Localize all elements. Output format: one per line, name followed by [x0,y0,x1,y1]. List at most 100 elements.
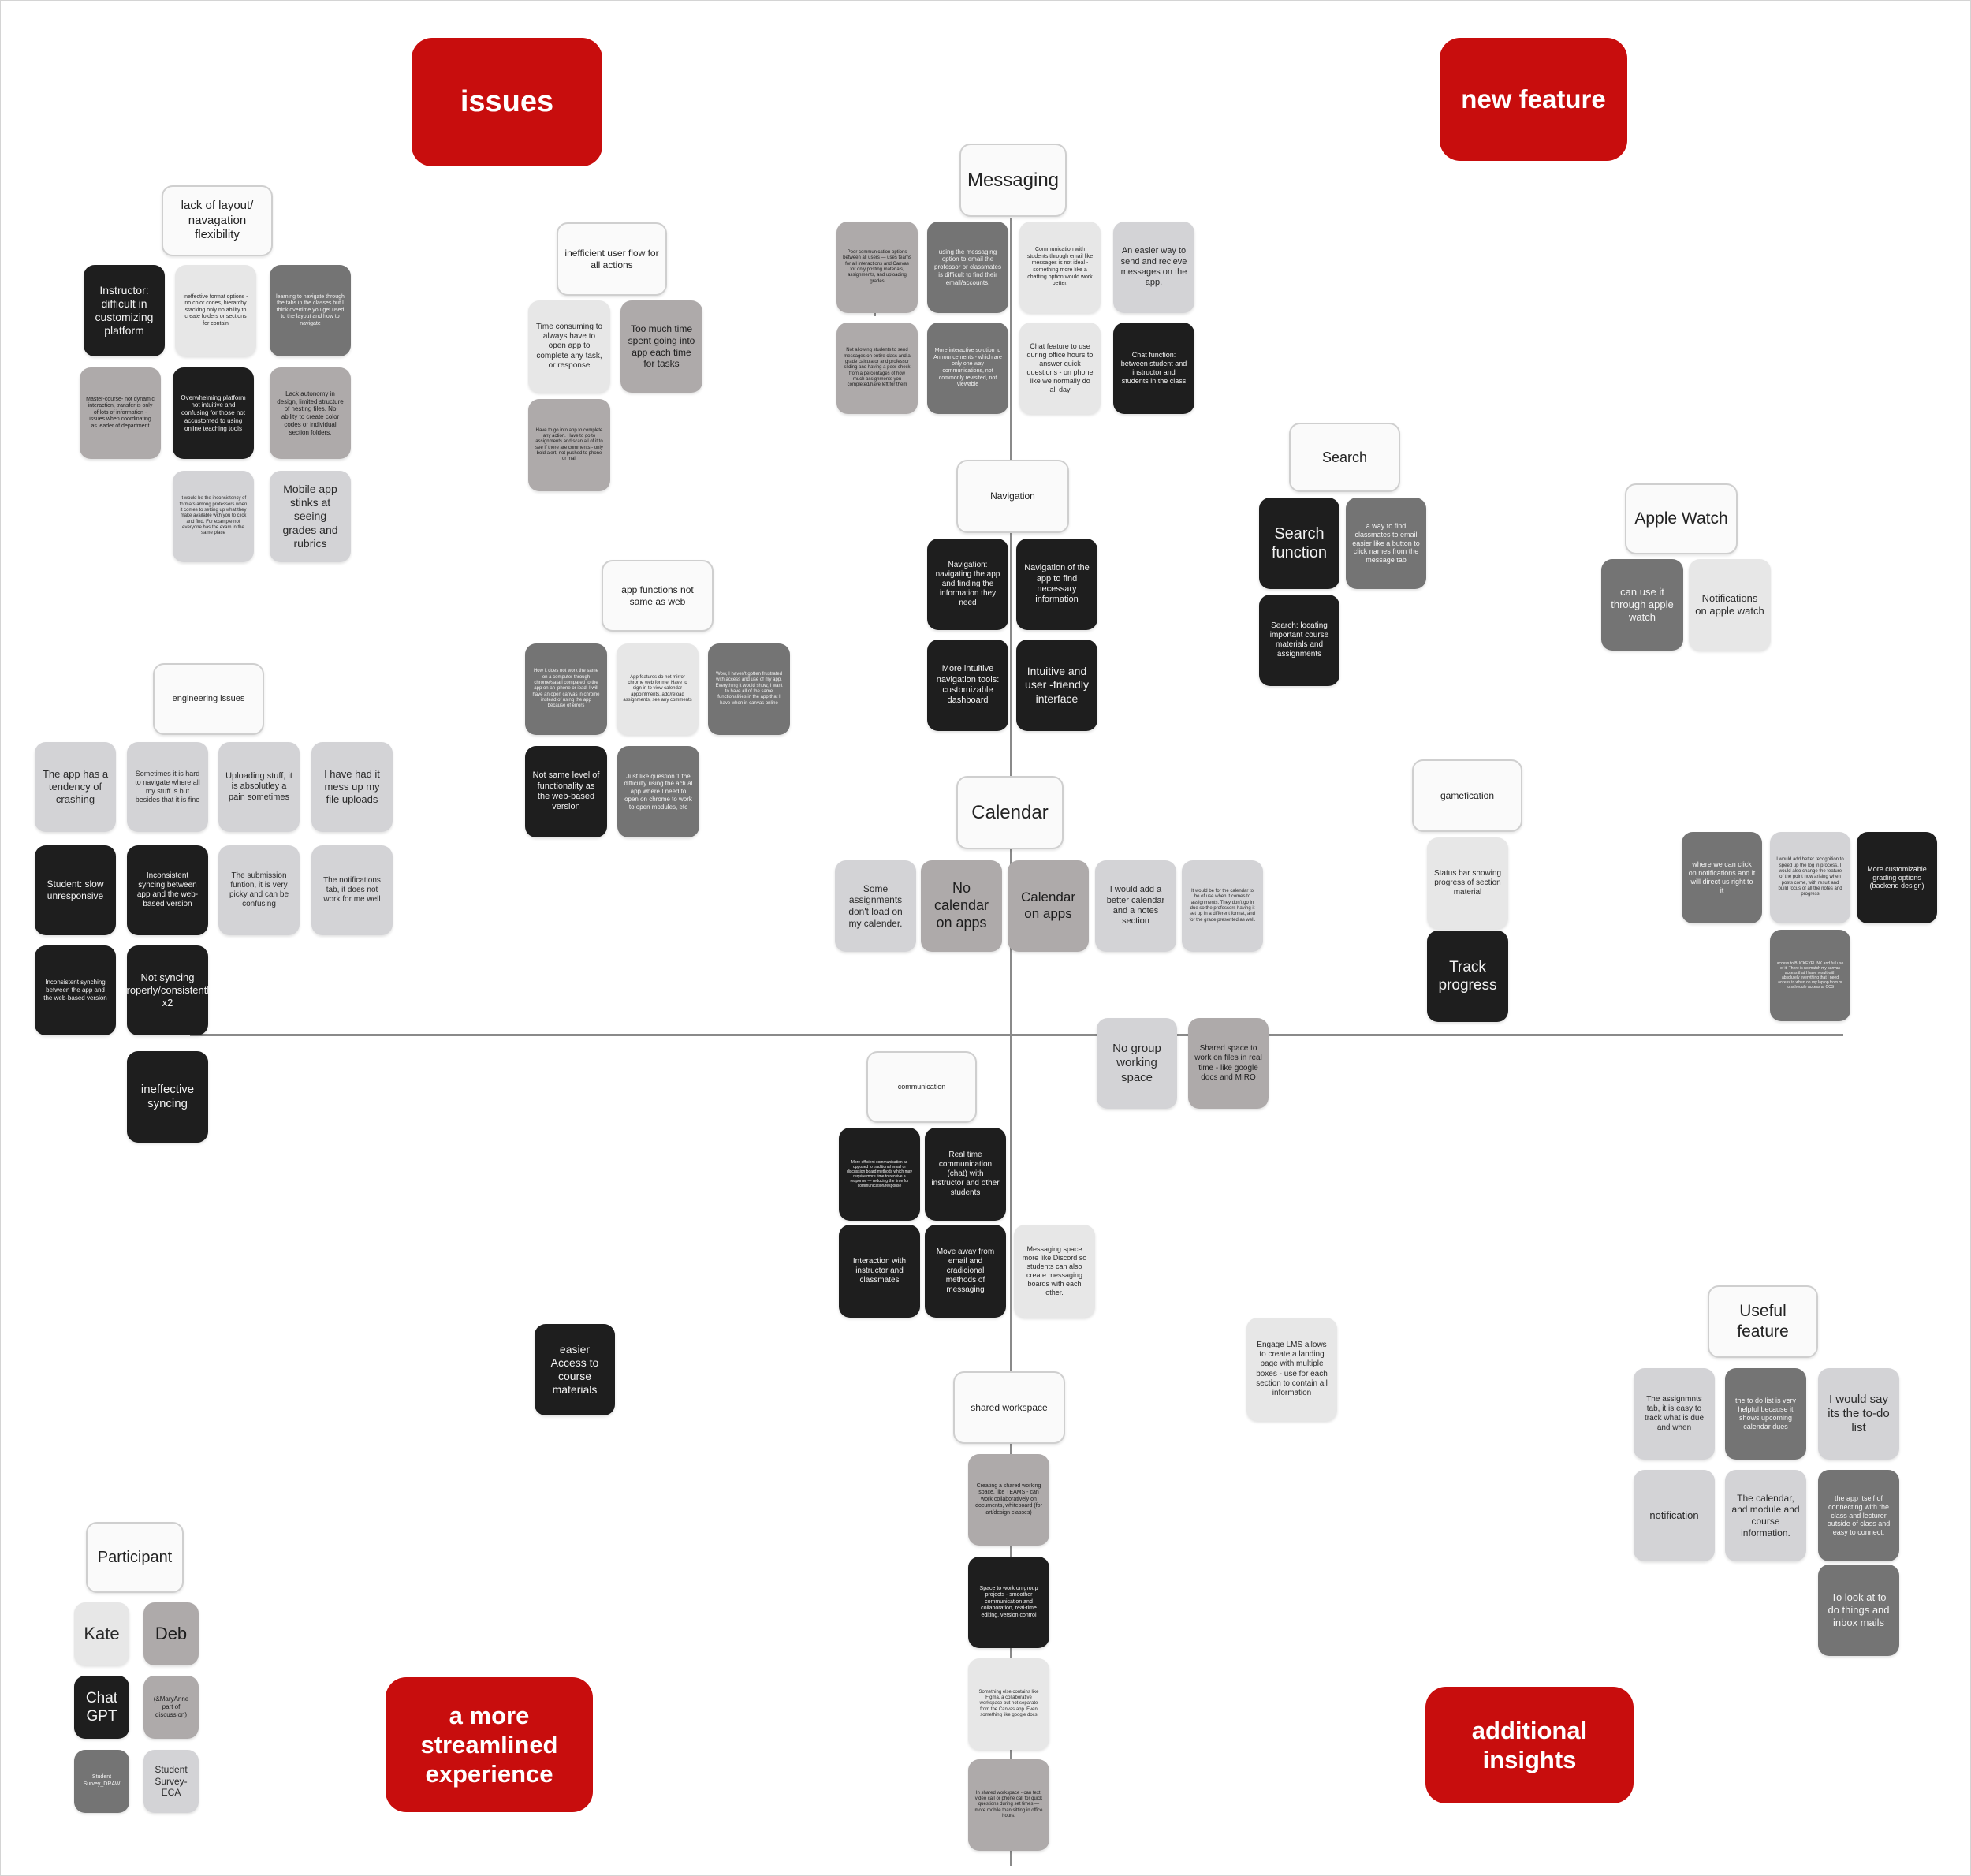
sticky-note: More efficient communication as opposed … [839,1128,920,1221]
sticky-note: Search function [1259,498,1339,589]
sticky-note: the to do list is very helpful because i… [1725,1368,1806,1460]
sticky-note: Overwhelming platform not intuitive and … [173,367,254,459]
sticky-note: More customizable grading options (backe… [1857,832,1937,923]
sticky-note: Some assignments don't load on my calend… [835,860,916,952]
sticky-note: Chat function: between student and instr… [1113,323,1194,414]
sticky-note: access to BUCKEYELINK and full use of it… [1770,930,1850,1021]
sticky-note: More intuitive navigation tools: customi… [927,640,1008,731]
sticky-note: Inconsistent synching between the app an… [35,945,116,1035]
sticky-note: Space to work on group projects - smooth… [968,1557,1049,1648]
sticky-note: No group working space [1097,1018,1177,1109]
sticky-note: Not syncing properly/consistently x2 [127,945,208,1035]
sticky-note: Navigation of the app to find necessary … [1016,539,1097,630]
sticky-note: In shared workspace - can text, video ca… [968,1759,1049,1851]
sticky-note: can use it through apple watch [1601,559,1683,651]
label-gamification: gamefication [1412,759,1522,832]
quadrant-new-feature: new feature [1440,38,1627,161]
sticky-note: a way to find classmates to email easier… [1346,498,1426,589]
participant-chatgpt: Chat GPT [74,1676,129,1739]
sticky-note: Engage LMS allows to create a landing pa… [1246,1318,1337,1421]
sticky-note: Communication with students through emai… [1019,222,1101,313]
sticky-note: No calendar on apps [921,860,1002,952]
sticky-note: Master-course- not dynamic interaction, … [80,367,161,459]
sticky-note: notification [1634,1470,1715,1561]
horizontal-axis [190,1034,1843,1036]
sticky-note: Not allowing students to send messages o… [836,323,918,414]
participant-student-survey-eca: Student Survey-ECA [143,1750,199,1813]
label-messaging: Messaging [959,144,1067,217]
participant-maryanne: (&MaryAnne part of discussion) [143,1676,199,1739]
participant-deb: Deb [143,1602,199,1665]
participant-student-survey-draw: Student Survey_DRAW [74,1750,129,1813]
sticky-note: I would add better recognition to speed … [1770,832,1850,923]
sticky-note: Mobile app stinks at seeing grades and r… [270,471,351,562]
sticky-note: Interaction with instructor and classmat… [839,1225,920,1318]
sticky-note: To look at to do things and inbox mails [1818,1565,1899,1656]
sticky-note: Uploading stuff, it is absolutley a pain… [218,742,300,832]
sticky-note: Not same level of functionality as the w… [525,746,607,837]
label-useful-feature: Useful feature [1708,1285,1818,1358]
label-search: Search [1289,423,1400,492]
label-layout-flexibility: lack of layout/ navagation flexibility [162,185,273,256]
sticky-note: ineffective format options - no color co… [175,265,256,356]
sticky-note: Have to go into app to complete any acti… [528,399,610,491]
sticky-note: learning to navigate through the tabs in… [270,265,351,356]
sticky-note: An easier way to send and recieve messag… [1113,222,1194,313]
sticky-note: More interactive solution to Announcemen… [927,323,1008,414]
quadrant-issues: issues [412,38,602,166]
sticky-note: easier Access to course materials [535,1324,615,1415]
label-calendar: Calendar [956,776,1064,849]
sticky-note: Sometimes it is hard to navigate where a… [127,742,208,832]
sticky-note: Poor communication options between all u… [836,222,918,313]
quadrant-streamlined-experience: a more streamlined experience [386,1677,593,1812]
sticky-note: using the messaging option to email the … [927,222,1008,313]
sticky-note: Messaging space more like Discord so stu… [1014,1225,1095,1318]
sticky-note: Search: locating important course materi… [1259,595,1339,686]
sticky-note: Chat feature to use during office hours … [1019,323,1101,414]
sticky-note: Wow, I haven't gotten frustrated with ac… [708,643,790,735]
sticky-note: I would say its the to-do list [1818,1368,1899,1460]
sticky-note: Real time communication (chat) with inst… [925,1128,1006,1221]
sticky-note: App features do not mirror chrome web fo… [617,643,699,735]
sticky-note: The submission funtion, it is very picky… [218,845,300,935]
sticky-note: Inconsistent syncing between app and the… [127,845,208,935]
sticky-note: Navigation: navigating the app and findi… [927,539,1008,630]
sticky-note: Track progress [1427,931,1508,1022]
sticky-note: Lack autonomy in design, limited structu… [270,367,351,459]
vertical-axis [1010,218,1012,1866]
label-apple-watch: Apple Watch [1625,483,1738,554]
sticky-note: Status bar showing progress of section m… [1427,837,1508,929]
label-navigation: Navigation [956,460,1069,533]
label-engineering-issues: engineering issues [153,663,264,735]
sticky-note: I have had it mess up my file uploads [311,742,393,832]
sticky-note: The app has a tendency of crashing [35,742,116,832]
label-app-functions: app functions not same as web [602,560,714,632]
sticky-note: Notifications on apple watch [1689,559,1771,651]
sticky-note: Instructor: difficult in customizing pla… [84,265,165,356]
sticky-note: where we can click on notifications and … [1682,832,1762,923]
participant-kate: Kate [74,1602,129,1665]
sticky-note: The calendar, and module and course info… [1725,1470,1806,1561]
sticky-note: Time consuming to always have to open ap… [528,300,610,393]
quadrant-additional-insights: additional insights [1425,1687,1634,1803]
sticky-note: the app itself of connecting with the cl… [1818,1470,1899,1561]
sticky-note: Intuitive and user -friendly interface [1016,640,1097,731]
sticky-note: Too much time spent going into app each … [620,300,702,393]
sticky-note: How it does not work the same on a compu… [525,643,607,735]
sticky-note: Just like question 1 the difficulty usin… [617,746,699,837]
sticky-note: Calendar on apps [1008,860,1089,952]
sticky-note: The notifications tab, it does not work … [311,845,393,935]
label-inefficient-user-flow: inefficient user flow for all actions [557,222,667,296]
sticky-note: Shared space to work on files in real ti… [1188,1018,1269,1109]
sticky-note: The assignmnts tab, it is easy to track … [1634,1368,1715,1460]
sticky-note: ineffective syncing [127,1051,208,1143]
sticky-note: Something else contains like Figma, a co… [968,1658,1049,1750]
sticky-note: It would be the inconsistency of formats… [173,471,254,562]
sticky-note: It would be for the calendar to be of us… [1182,860,1263,952]
sticky-note: I would add a better calendar and a note… [1095,860,1176,952]
label-shared-workspace: shared workspace [953,1371,1065,1444]
sticky-note: Creating a shared working space, like TE… [968,1454,1049,1546]
sticky-note: Move away from email and cradicional met… [925,1225,1006,1318]
sticky-note: Student: slow unresponsive [35,845,116,935]
